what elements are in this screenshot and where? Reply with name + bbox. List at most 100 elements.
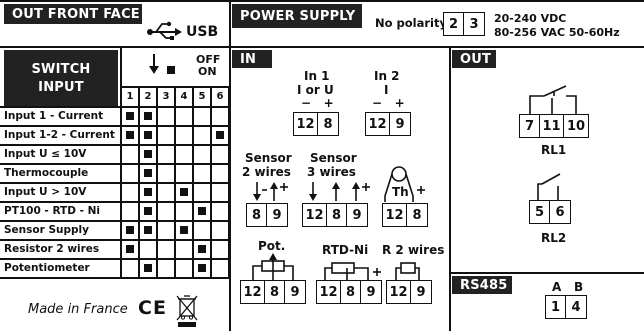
sensor2-wiring-icon bbox=[253, 182, 288, 201]
sensor3-terminal-8: 8 bbox=[327, 204, 347, 226]
switch-input-label-1: SWITCH bbox=[31, 61, 91, 77]
switch-table-row-line bbox=[0, 201, 229, 203]
out-title-text: OUT bbox=[460, 51, 492, 67]
switch-table-row-line bbox=[0, 163, 229, 165]
pot-terminal-12: 12 bbox=[241, 281, 265, 303]
rl2-terminal-block: 5 6 bbox=[529, 200, 571, 224]
divider-out-front-top bbox=[0, 46, 229, 48]
th-label: Th bbox=[392, 185, 409, 199]
sensor2-terminal-9: 9 bbox=[272, 207, 282, 223]
on-label: ON bbox=[198, 65, 217, 78]
switch-row-label: Potentiometer bbox=[4, 262, 90, 274]
weee-bin-icon bbox=[176, 295, 198, 327]
polarity-label: No polarity bbox=[375, 16, 447, 30]
switch-table-head-line bbox=[0, 106, 229, 108]
switch-on-marker bbox=[198, 207, 206, 215]
sensor2-terminal-block: 8 9 bbox=[246, 203, 288, 227]
in1-terminal-8: 8 bbox=[323, 116, 333, 132]
r2-terminal-12: 12 bbox=[387, 281, 411, 303]
power-terminal-block: 2 3 bbox=[443, 12, 485, 36]
switch-on-marker bbox=[180, 226, 188, 234]
switch-on-marker bbox=[144, 188, 152, 196]
switch-table-row-line bbox=[0, 182, 229, 184]
pot-terminal-8: 8 bbox=[265, 281, 285, 303]
switch-column-number: 1 bbox=[126, 91, 134, 102]
switch-on-marker bbox=[144, 264, 152, 272]
switch-down-arrow-icon bbox=[149, 54, 159, 74]
power-terminal-3: 3 bbox=[469, 16, 479, 32]
switch-on-marker bbox=[144, 226, 152, 234]
rs485-b-label: B bbox=[574, 280, 584, 294]
rtd-wiring-icon bbox=[324, 262, 381, 280]
rl1-terminal-block: 7 11 10 bbox=[519, 114, 589, 138]
switch-column-number: 2 bbox=[144, 91, 152, 102]
switch-table-row-line bbox=[0, 277, 229, 279]
sensor2-terminal-8: 8 bbox=[247, 204, 267, 226]
rl1-relay-contact-icon bbox=[529, 85, 577, 114]
switch-input-header: SWITCH INPUT bbox=[4, 50, 118, 106]
rl1-terminal-11: 11 bbox=[540, 115, 564, 137]
switch-column-number: 6 bbox=[216, 91, 224, 102]
rtd-terminal-8: 8 bbox=[341, 281, 361, 303]
switch-table-col-line bbox=[192, 86, 194, 277]
switch-on-marker bbox=[126, 131, 134, 139]
sensor2-label: Sensor bbox=[245, 151, 292, 165]
divider-left-right bbox=[229, 0, 231, 331]
switch-on-marker bbox=[180, 188, 188, 196]
in-title: IN bbox=[232, 50, 272, 68]
divider-out-rs485 bbox=[449, 272, 644, 274]
rs485-title: RS485 bbox=[452, 276, 512, 294]
outer-frame-top bbox=[0, 0, 644, 2]
in2-terminal-9: 9 bbox=[395, 116, 405, 132]
usb-icon bbox=[147, 21, 182, 40]
in2-label: In 2 bbox=[374, 69, 400, 83]
in-title-text: IN bbox=[240, 51, 257, 67]
out-title: OUT bbox=[452, 50, 496, 68]
rs485-terminal-block: 1 4 bbox=[545, 295, 587, 319]
r2-terminal-9: 9 bbox=[416, 284, 426, 300]
switch-table-head-line bbox=[121, 86, 229, 88]
switch-row-label: Thermocouple bbox=[4, 167, 89, 179]
power-supply-title: POWER SUPPLY bbox=[232, 4, 362, 28]
made-in-label: Made in France bbox=[28, 302, 128, 317]
potentiometer-icon bbox=[252, 253, 294, 280]
switch-column-number: 3 bbox=[162, 91, 170, 102]
switch-on-marker bbox=[144, 150, 152, 158]
rs485-title-text: RS485 bbox=[460, 277, 508, 293]
switch-table-col-line bbox=[228, 86, 230, 277]
rtd-terminal-block: 12 8 9 bbox=[316, 280, 382, 304]
sensor3-label: Sensor bbox=[310, 151, 357, 165]
th-terminal-12: 12 bbox=[383, 204, 407, 226]
switch-row-label: Sensor Supply bbox=[4, 224, 89, 236]
switch-row-label: Input U ≤ 10V bbox=[4, 148, 87, 160]
off-label: OFF bbox=[196, 53, 221, 66]
switch-row-label: Input 1-2 - Current bbox=[4, 129, 115, 141]
voltage-dc: 20-240 VDC bbox=[494, 12, 567, 25]
r2-terminal-block: 12 9 bbox=[386, 280, 432, 304]
divider-in-out bbox=[449, 46, 451, 331]
switch-table-col-line bbox=[120, 48, 122, 277]
switch-table-row-line bbox=[0, 258, 229, 260]
power-terminal-2: 2 bbox=[444, 13, 464, 35]
sensor3-terminal-block: 12 8 9 bbox=[302, 203, 368, 227]
out-front-face-title: OUT FRONT FACE bbox=[4, 4, 142, 24]
in1-terminal-12: 12 bbox=[294, 113, 318, 135]
sensor3-terminal-9: 9 bbox=[352, 207, 362, 223]
sensor3-sub-label: 3 wires bbox=[307, 165, 356, 179]
switch-on-marker bbox=[144, 169, 152, 177]
switch-row-label: Input U > 10V bbox=[4, 186, 87, 198]
switch-table-row-line bbox=[0, 144, 229, 146]
in1-terminal-block: 12 8 bbox=[293, 112, 339, 136]
switch-on-marker bbox=[126, 112, 134, 120]
switch-row-label: Resistor 2 wires bbox=[4, 243, 100, 255]
rs485-terminal-1: 1 bbox=[546, 296, 566, 318]
r2-label: R 2 wires bbox=[382, 243, 445, 257]
pot-label: Pot. bbox=[258, 239, 286, 253]
thermocouple-icon bbox=[384, 166, 425, 202]
switch-on-square-icon bbox=[167, 66, 175, 74]
voltage-ac: 80-256 VAC 50-60Hz bbox=[494, 26, 620, 39]
switch-table-col-line bbox=[156, 86, 158, 277]
rl1-terminal-10: 10 bbox=[566, 118, 586, 134]
r2-wiring-icon bbox=[395, 262, 420, 280]
